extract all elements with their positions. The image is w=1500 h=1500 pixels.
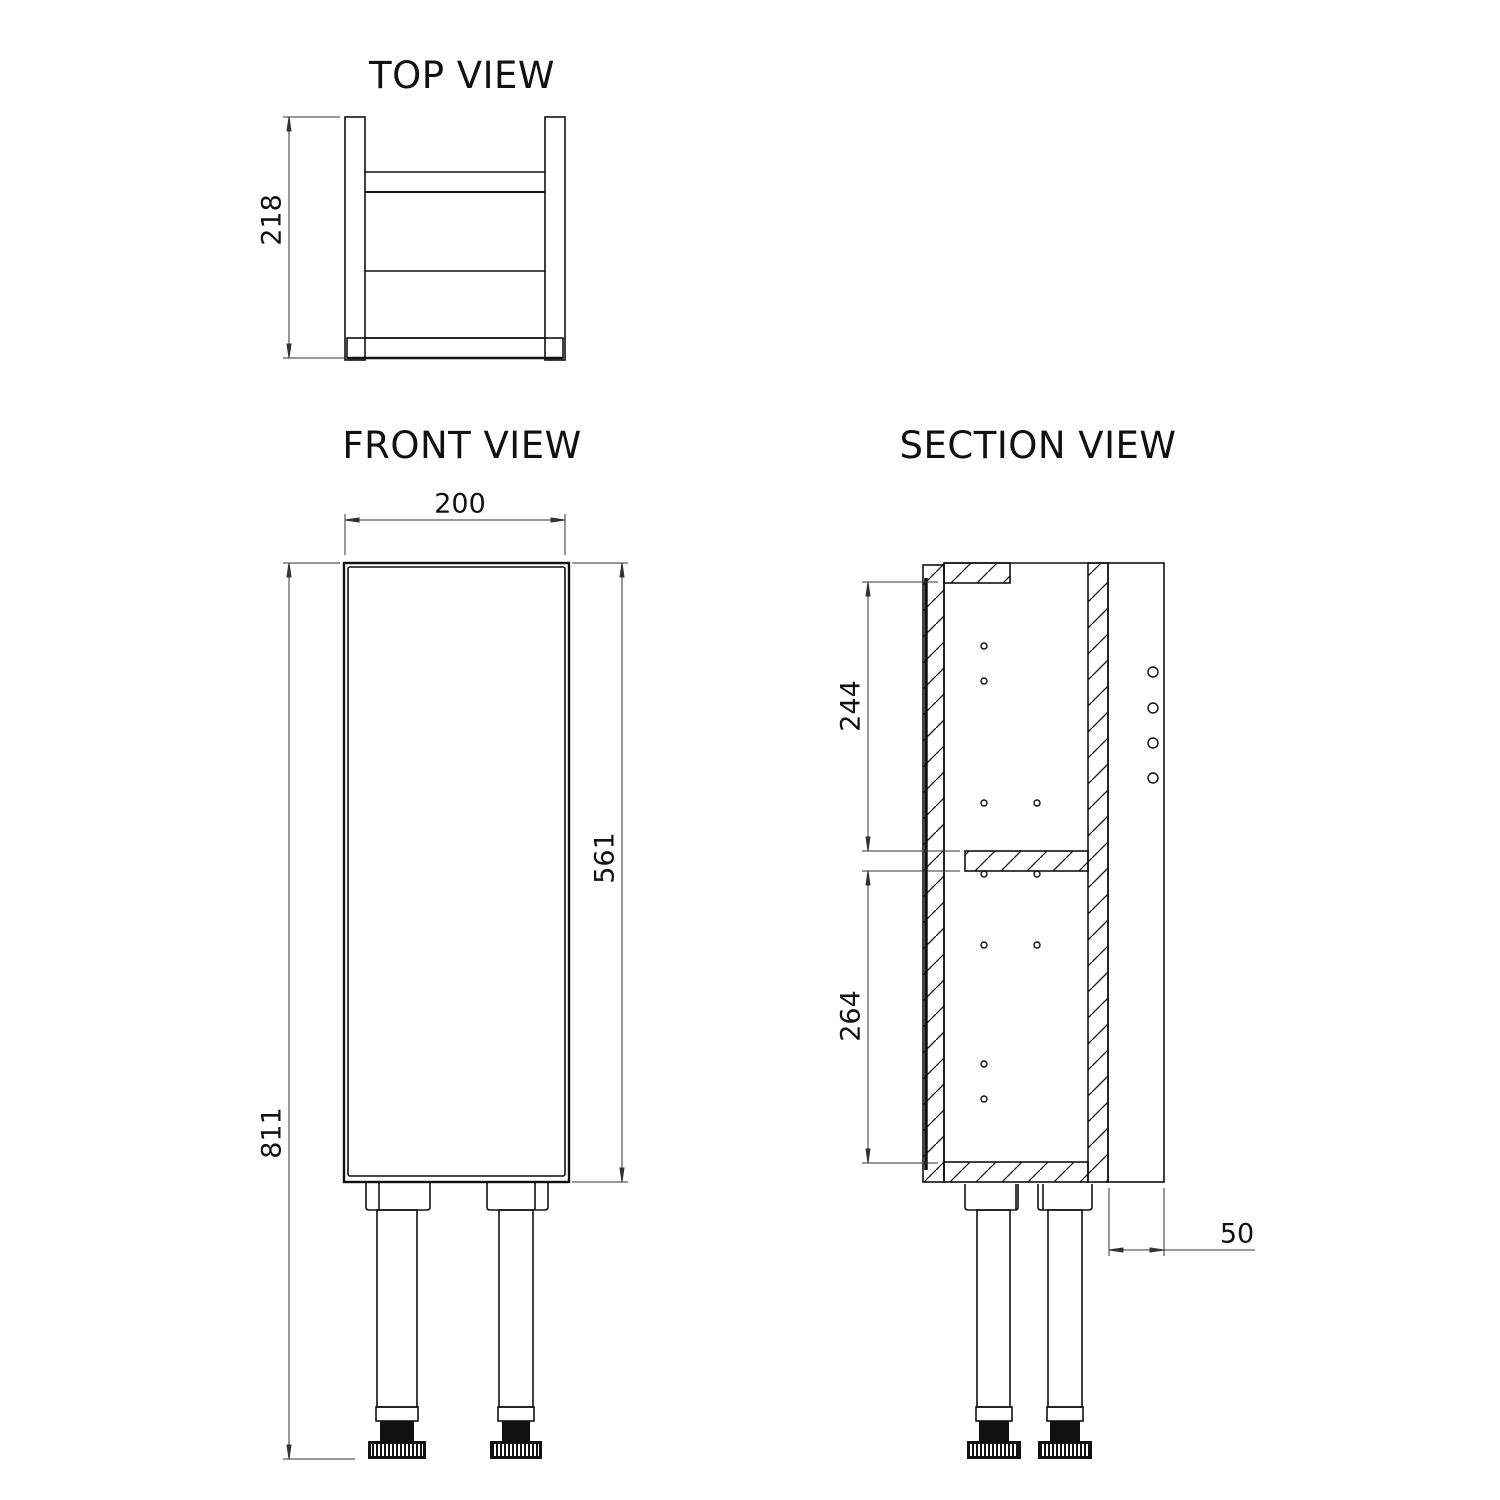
front-total-height-label: 811 [256,1107,288,1159]
front-view-title: FRONT VIEW [342,424,582,467]
top-view-drawing [344,116,566,361]
front-view-feet [368,1421,542,1459]
section-view-drawing [922,562,1165,1422]
section-upper-shelf-label: 244 [835,680,867,732]
top-view-depth-dimension [283,116,345,359]
section-view-title: SECTION VIEW [899,424,1177,467]
top-depth-label: 218 [256,194,288,246]
section-back-offset-label: 50 [1219,1218,1255,1250]
front-view-drawing [342,561,571,1422]
section-view-feet [967,1421,1092,1459]
front-cabinet-height-label: 561 [589,832,621,884]
front-view-dimensions [283,514,628,1460]
top-view-title: TOP VIEW [369,54,555,97]
front-width-label: 200 [434,488,486,520]
section-lower-shelf-label: 264 [835,990,867,1042]
section-view-dimensions [862,581,1255,1256]
